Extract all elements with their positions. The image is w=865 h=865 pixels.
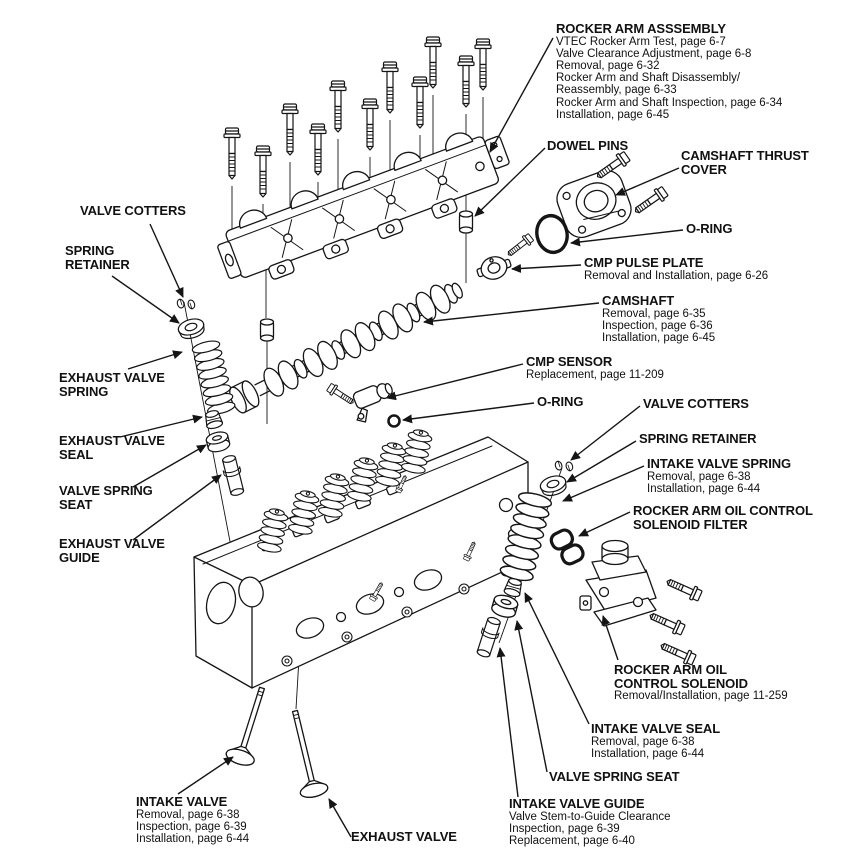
label-exhaust-valve-seal: EXHAUST VALVE SEAL [59, 433, 165, 462]
thrust-cover-bolt [630, 184, 670, 219]
intake-valve-guide-part [473, 614, 504, 660]
rocker-arm-oil-control-solenoid [579, 539, 657, 627]
camshaft [229, 282, 463, 414]
label-exhaust-valve: EXHAUST VALVE [351, 829, 457, 844]
label-rocker-arm-assembly: ROCKER ARM ASSSEMBLY VTEC Rocker Arm Tes… [556, 21, 783, 121]
label-solenoid-filter: ROCKER ARM OIL CONTROL SOLENOID FILTER [633, 503, 813, 532]
label-o-ring-mid: O-RING [537, 394, 584, 409]
label-dowel-pins: DOWEL PINS [547, 138, 629, 153]
spring-retainer-part [175, 315, 208, 342]
label-intake-valve: INTAKE VALVE Removal, page 6-38 Inspecti… [136, 794, 250, 845]
cmp-sensor-bolt [325, 381, 357, 408]
leader-lines [111, 37, 684, 838]
dowel-pin [259, 318, 275, 342]
label-camshaft-thrust-cover: CAMSHAFT THRUST COVER [681, 148, 809, 177]
exhaust-valve-part [291, 709, 329, 799]
label-exhaust-valve-spring: EXHAUST VALVE SPRING [59, 370, 165, 399]
dowel-pin [458, 210, 474, 234]
solenoid-bolt [663, 574, 704, 604]
label-cmp-sensor: CMP SENSOR Replacement, page 11-209 [526, 354, 664, 381]
rocker-arm-assembly [217, 132, 510, 280]
exhaust-valve-guide-part [219, 453, 247, 498]
label-valve-spring-seat-left: VALVE SPRING SEAT [59, 483, 153, 512]
label-spring-retainer-right: SPRING RETAINER [639, 431, 757, 446]
label-camshaft: CAMSHAFT Removal, page 6-35 Inspection, … [602, 293, 716, 344]
label-spring-retainer-left: SPRING RETAINER [65, 243, 130, 272]
label-solenoid: ROCKER ARM OIL CONTROL SOLENOID Removal/… [614, 662, 788, 702]
valve-cotters-part [175, 297, 197, 311]
spring-retainer-part [537, 472, 570, 499]
valve-cotters-part [553, 459, 575, 473]
o-ring-large [535, 213, 569, 255]
cmp-sensor [352, 382, 393, 423]
solenoid-bolt [646, 608, 687, 638]
label-valve-cotters-right: VALVE COTTERS [643, 396, 749, 411]
label-valve-cotters-left: VALVE COTTERS [80, 203, 186, 218]
label-valve-spring-seat-right: VALVE SPRING SEAT [549, 769, 680, 784]
camshaft-thrust-cover [556, 149, 670, 239]
label-intake-valve-seal: INTAKE VALVE SEAL Removal, page 6-38 Ins… [591, 721, 721, 760]
exhaust-valve-spring-part [190, 338, 237, 418]
label-cmp-pulse-plate: CMP PULSE PLATE Removal and Installation… [584, 255, 769, 282]
cylinder-head [193, 427, 529, 689]
pulse-plate-bolt [504, 232, 535, 260]
cmp-pulse-plate [476, 256, 512, 280]
intake-valve-part [225, 686, 266, 766]
label-intake-valve-guide: INTAKE VALVE GUIDE Valve Stem-to-Guide C… [509, 796, 671, 847]
o-ring-small [387, 414, 401, 428]
part-title: ROCKER ARM ASSSEMBLY [556, 21, 726, 36]
label-intake-valve-spring: INTAKE VALVE SPRING Removal, page 6-38 I… [647, 456, 792, 495]
solenoid-filter-part [549, 528, 585, 566]
label-o-ring-top: O-RING [686, 221, 733, 236]
label-exhaust-valve-guide: EXHAUST VALVE GUIDE [59, 536, 165, 565]
